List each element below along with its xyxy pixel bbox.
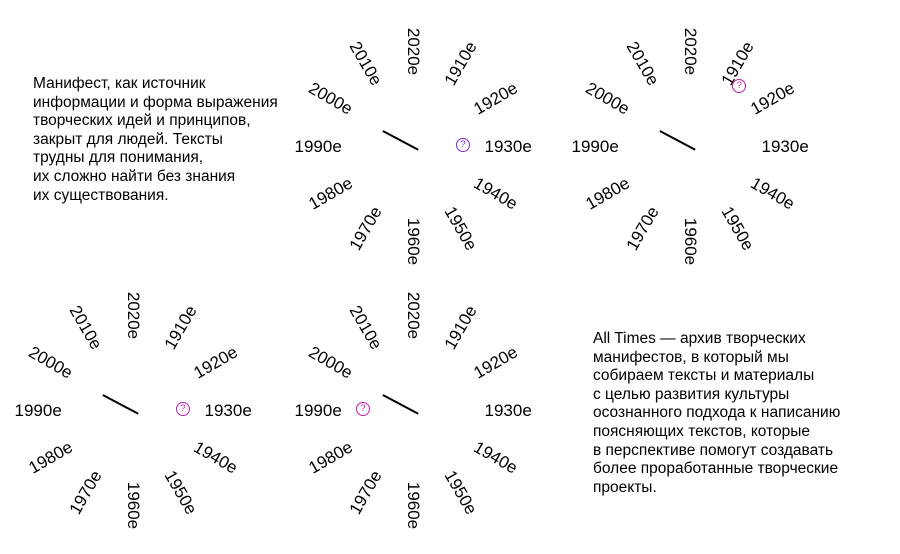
decade-label[interactable]: 2010е	[65, 302, 106, 353]
about-line: манифестов, в который мы	[593, 348, 789, 366]
decade-label[interactable]: 1990е	[14, 400, 62, 420]
decade-label[interactable]: 1910е	[160, 302, 201, 353]
decade-label[interactable]: 2000е	[305, 342, 357, 383]
decade-label[interactable]: 2020е	[403, 291, 423, 339]
decade-label[interactable]: 1960е	[680, 217, 700, 265]
decade-label[interactable]: 1920е	[470, 342, 521, 383]
about-line: проекты.	[593, 478, 657, 496]
decade-label[interactable]: 1940е	[470, 173, 521, 214]
intro-text: Манифест, как источник информации и форм…	[33, 75, 278, 205]
decade-label[interactable]: 2010е	[345, 302, 386, 353]
decade-label[interactable]: 1960е	[403, 217, 423, 265]
decade-label[interactable]: 1950е	[717, 203, 758, 254]
decade-label[interactable]: 1930е	[761, 136, 809, 156]
question-marker-icon[interactable]: ?	[356, 402, 370, 416]
decade-label[interactable]: 1930е	[204, 400, 252, 420]
decade-label[interactable]: 1930е	[484, 400, 532, 420]
decade-label[interactable]: 1980е	[25, 437, 77, 478]
decade-label[interactable]: 1970е	[622, 203, 663, 254]
question-marker-icon[interactable]: ?	[456, 138, 470, 152]
decade-label[interactable]: 2020е	[403, 27, 423, 75]
intro-line: информации и форма выражения	[33, 93, 278, 111]
decade-label[interactable]: 2000е	[25, 342, 77, 383]
decade-label[interactable]: 1910е	[440, 302, 481, 353]
decade-label[interactable]: 1980е	[582, 173, 634, 214]
decade-label[interactable]: 1960е	[403, 481, 423, 529]
decade-label[interactable]: 1970е	[345, 203, 386, 254]
intro-line: трудны для понимания,	[33, 149, 204, 167]
decade-label[interactable]: 1920е	[190, 342, 241, 383]
decade-label[interactable]: 2000е	[305, 78, 357, 119]
about-text: All Times — архив творческих манифестов,…	[593, 330, 840, 497]
decade-label[interactable]: 2020е	[123, 291, 143, 339]
about-line: поясняющих текстов, которые	[593, 422, 811, 440]
decade-label[interactable]: 2000е	[582, 78, 634, 119]
about-line: осознанного подхода к написанию	[593, 404, 841, 422]
dial-hand	[382, 394, 419, 415]
decade-label[interactable]: 1970е	[65, 467, 106, 518]
question-marker-icon[interactable]: ?	[732, 78, 747, 93]
decade-label[interactable]: 1980е	[305, 437, 357, 478]
decade-label[interactable]: 1950е	[160, 467, 201, 518]
decade-label[interactable]: 1910е	[440, 38, 481, 89]
decade-label[interactable]: 1960е	[123, 481, 143, 529]
dial-hand	[102, 394, 139, 415]
about-line: собираем тексты и материалы	[593, 367, 815, 385]
dial-hand	[659, 130, 696, 151]
about-line: в перспективе помогут создавать	[593, 441, 834, 459]
decade-label[interactable]: 2010е	[622, 38, 663, 89]
intro-line: творческих идей и принципов,	[33, 112, 251, 130]
dial-hand	[382, 130, 419, 151]
decade-label[interactable]: 1920е	[747, 78, 798, 119]
decade-label[interactable]: 2020е	[680, 27, 700, 75]
decade-label[interactable]: 1930е	[484, 136, 532, 156]
decade-label[interactable]: 2010е	[345, 38, 386, 89]
question-marker-icon[interactable]: ?	[176, 402, 190, 416]
about-line: более проработанные творческие	[593, 460, 839, 478]
decade-label[interactable]: 1920е	[470, 78, 521, 119]
intro-line: их существования.	[33, 186, 169, 204]
decade-label[interactable]: 1950е	[440, 203, 481, 254]
decade-label[interactable]: 1970е	[345, 467, 386, 518]
intro-line: закрыт для людей. Тексты	[33, 130, 223, 148]
decade-label[interactable]: 1990е	[294, 400, 342, 420]
decade-label[interactable]: 1940е	[747, 173, 798, 214]
intro-line: Манифест, как источник	[33, 75, 206, 92]
about-line: All Times — архив творческих	[593, 330, 806, 347]
decade-label[interactable]: 1990е	[294, 136, 342, 156]
decade-label[interactable]: 1990е	[571, 136, 619, 156]
decade-label[interactable]: 1950е	[440, 467, 481, 518]
about-line: с целью развития культуры	[593, 385, 790, 403]
decade-label[interactable]: 1980е	[305, 173, 357, 214]
decade-label[interactable]: 1940е	[190, 437, 241, 478]
intro-line: их сложно найти без знания	[33, 167, 236, 185]
decade-label[interactable]: 1940е	[470, 437, 521, 478]
